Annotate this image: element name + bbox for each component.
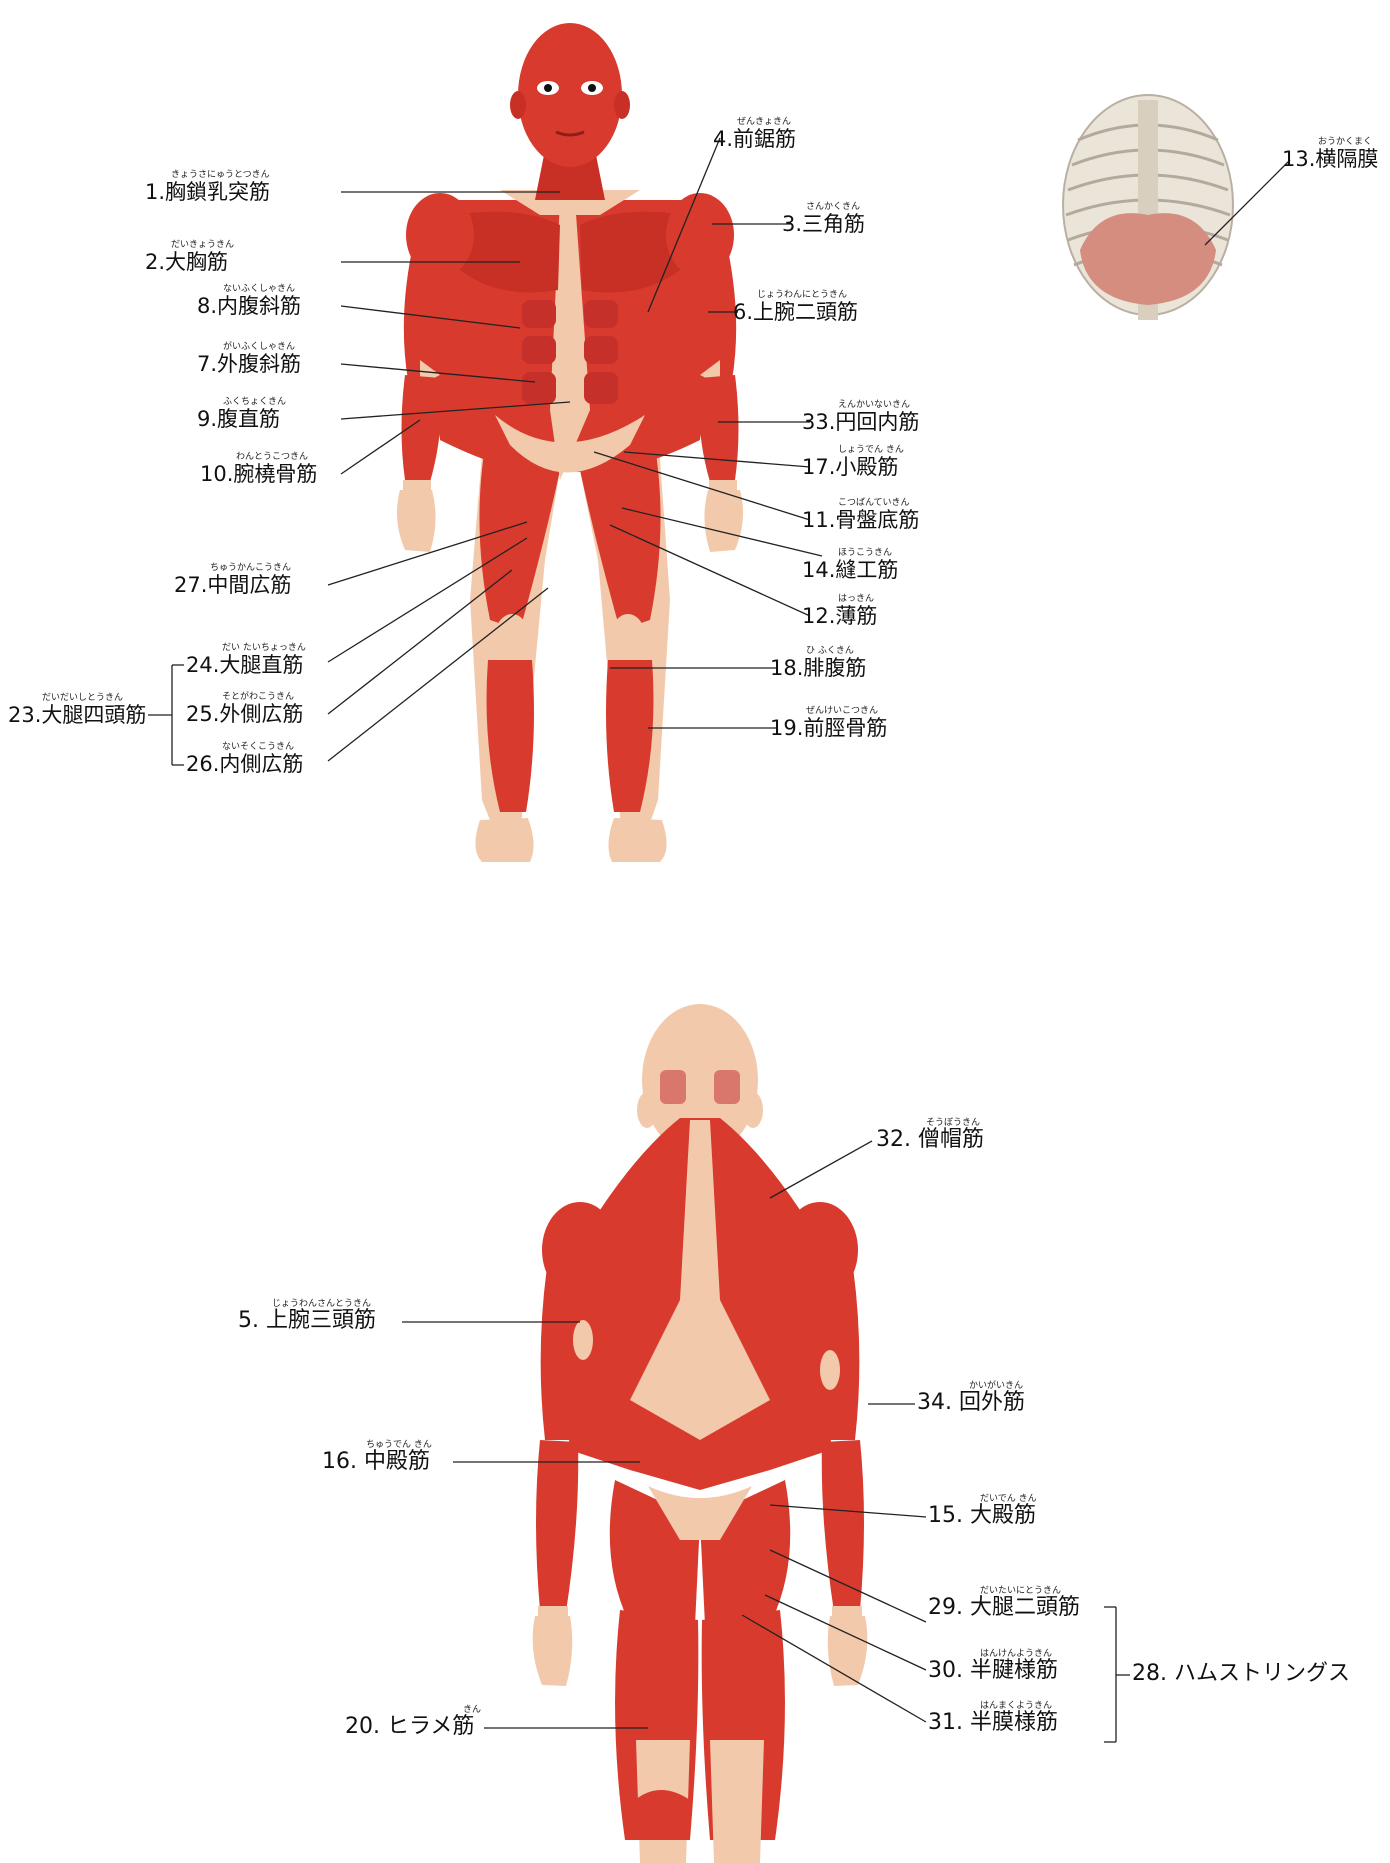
label-semitendinosus: はんけんようきん 30. 半腱様筋: [928, 1660, 1058, 1682]
reading: えんかいないきん: [838, 400, 910, 410]
label-gastrocnemius: ひ ふくきん 18.腓腹筋: [770, 657, 866, 679]
reading: きん: [463, 1705, 481, 1715]
label-gluteus-medius: ちゅうでん きん 16. 中殿筋: [322, 1451, 430, 1473]
reading: ふくちょくきん: [223, 397, 286, 407]
reading: はんまくようきん: [980, 1701, 1052, 1711]
reading: だいきょうきん: [171, 240, 234, 250]
reading: こつばんていきん: [838, 498, 910, 508]
label-triceps-brachii: じょうわんさんとうきん 5. 上腕三頭筋: [238, 1310, 376, 1332]
label-brachioradialis: わんとうこつきん 10.腕橈骨筋: [200, 463, 317, 485]
label-gracilis: はっきん 12.薄筋: [802, 605, 877, 627]
label-serratus-anterior: ぜんきょきん 4.前鋸筋: [713, 128, 796, 150]
label-hamstrings: 28. ハムストリングス: [1132, 1663, 1350, 1685]
label-external-oblique: がいふくしゃきん 7.外腹斜筋: [197, 353, 301, 375]
reading: ぜんきょきん: [737, 117, 791, 127]
reading: かいがいきん: [969, 1381, 1023, 1391]
reading: だいだいしとうきん: [42, 693, 123, 703]
reading: ないそくこうきん: [222, 742, 294, 752]
label-diaphragm: おうかくまく 13.横隔膜: [1282, 148, 1378, 170]
reading: ちゅうでん きん: [366, 1440, 432, 1450]
label-vastus-intermedius: ちゅうかんこうきん 27.中間広筋: [174, 574, 291, 596]
reading: おうかくまく: [1318, 137, 1372, 147]
reading: ぜんけいこつきん: [806, 706, 878, 716]
label-vastus-medialis: ないそくこうきん 26.内側広筋: [186, 753, 303, 775]
reading: しょうでん きん: [838, 445, 904, 455]
label-biceps-femoris: だいたいにとうきん 29. 大腿二頭筋: [928, 1597, 1080, 1619]
reading: だい たいちょっきん: [222, 643, 306, 653]
reading: じょうわんさんとうきん: [272, 1299, 371, 1309]
label-sartorius: ほうこうきん 14.縫工筋: [802, 559, 898, 581]
reading: ほうこうきん: [838, 548, 892, 558]
reading: はっきん: [838, 594, 874, 604]
reading: さんかくきん: [806, 202, 860, 212]
reading: そとがわこうきん: [222, 692, 294, 702]
label-tibialis-anterior: ぜんけいこつきん 19.前脛骨筋: [770, 717, 887, 739]
reading: ちゅうかんこうきん: [210, 563, 291, 573]
label-gluteus-maximus: だいでん きん 15. 大殿筋: [928, 1505, 1036, 1527]
reading: そうぼうきん: [926, 1118, 980, 1128]
reading: ないふくしゃきん: [223, 284, 295, 294]
label-vastus-lateralis: そとがわこうきん 25.外側広筋: [186, 703, 303, 725]
label-pelvic-floor: こつばんていきん 11.骨盤底筋: [802, 509, 919, 531]
label-supinator: かいがいきん 34. 回外筋: [917, 1392, 1025, 1414]
reading: がいふくしゃきん: [223, 342, 295, 352]
reading: だいでん きん: [980, 1494, 1037, 1504]
label-deltoid: さんかくきん 3.三角筋: [782, 213, 865, 235]
label-soleus: きん 20. ヒラメ筋: [345, 1716, 474, 1738]
reading: きょうさにゅうとつきん: [171, 170, 270, 180]
reading: はんけんようきん: [980, 1649, 1052, 1659]
label-internal-oblique: ないふくしゃきん 8.内腹斜筋: [197, 295, 301, 317]
label-pectoralis-major: だいきょうきん 2.大胸筋: [145, 251, 228, 273]
label-rectus-abdominis: ふくちょくきん 9.腹直筋: [197, 408, 280, 430]
label-trapezius: そうぼうきん 32. 僧帽筋: [876, 1129, 984, 1151]
reading: じょうわんにとうきん: [757, 290, 847, 300]
label-sternocleidomastoid: きょうさにゅうとつきん 1.胸鎖乳突筋: [145, 181, 270, 203]
reading: ひ ふくきん: [806, 646, 854, 656]
label-biceps-brachii: じょうわんにとうきん 6.上腕二頭筋: [733, 301, 858, 323]
label-pronator-teres: えんかいないきん 33.円回内筋: [802, 411, 919, 433]
label-quadriceps: だいだいしとうきん 23.大腿四頭筋: [8, 704, 146, 726]
reading: わんとうこつきん: [236, 452, 308, 462]
label-rectus-femoris: だい たいちょっきん 24.大腿直筋: [186, 654, 303, 676]
label-semimembranosus: はんまくようきん 31. 半膜様筋: [928, 1712, 1058, 1734]
label-gluteus-minimus: しょうでん きん 17.小殿筋: [802, 456, 898, 478]
reading: だいたいにとうきん: [980, 1586, 1061, 1596]
